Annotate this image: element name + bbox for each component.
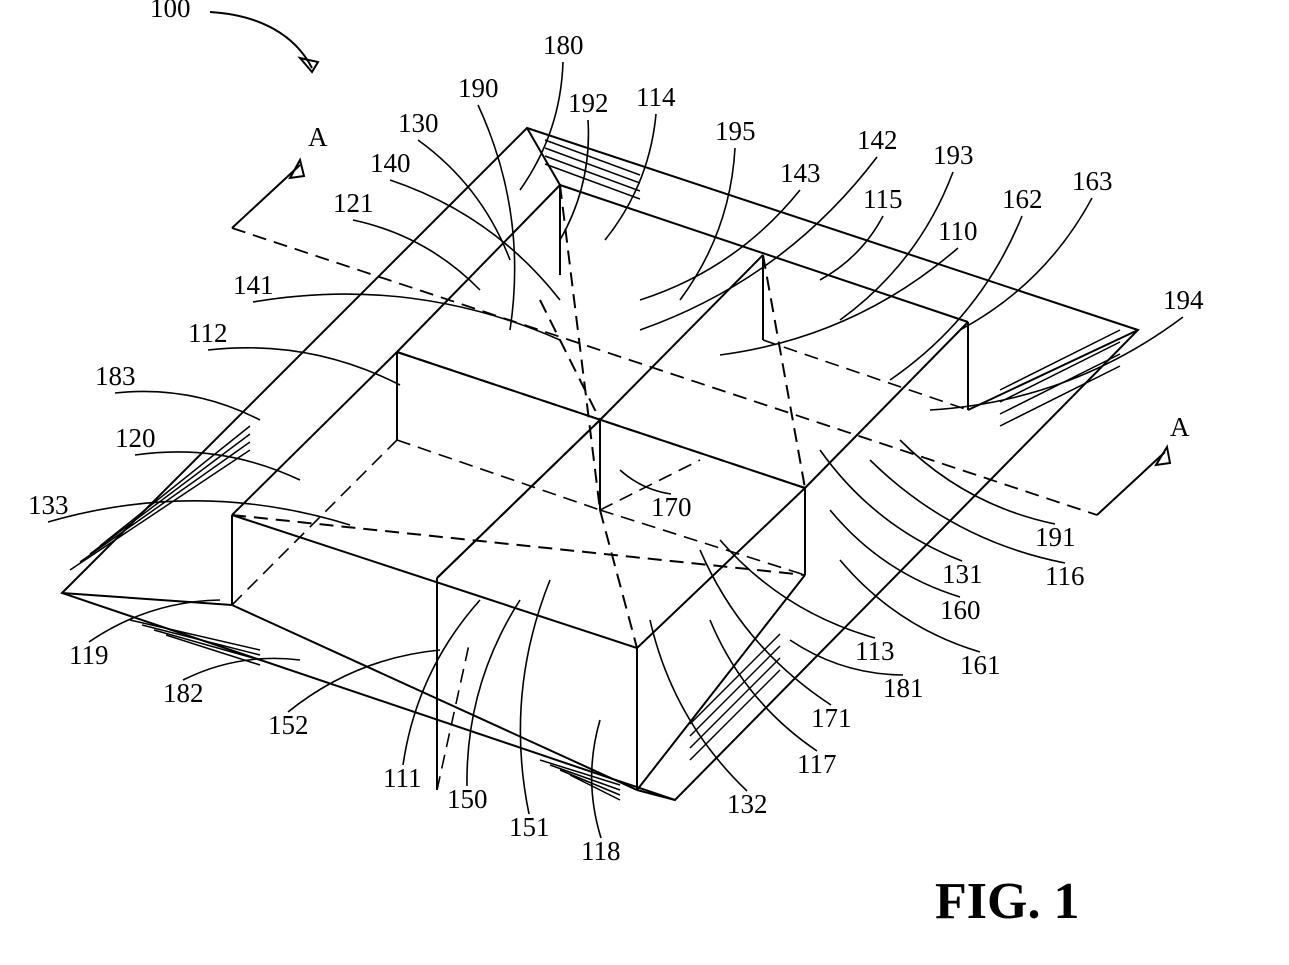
reference-numeral-110: 110 [938, 218, 978, 245]
leader-line-171 [700, 550, 831, 705]
hatch-line [545, 148, 640, 183]
leader-100 [210, 12, 312, 68]
reference-numeral-181: 181 [883, 675, 924, 702]
wall-top-edge [397, 185, 560, 352]
reference-numeral-171: 171 [811, 705, 852, 732]
wall-top-edge [232, 515, 637, 648]
reference-numeral-182: 182 [163, 680, 204, 707]
reference-numeral-115: 115 [863, 186, 903, 213]
pyramid-edge [232, 515, 805, 575]
leader-line-150 [467, 600, 520, 786]
hatch-line [690, 646, 780, 736]
section-marker: A [308, 124, 328, 151]
hatch-line [130, 620, 260, 650]
leader-line-191 [900, 440, 1055, 524]
leader-line-142 [640, 157, 877, 330]
reference-numeral-190: 190 [458, 75, 499, 102]
reference-numeral-170: 170 [651, 494, 692, 521]
hidden-edge [763, 340, 968, 410]
section-arrow [1097, 452, 1165, 515]
reference-numeral-117: 117 [797, 751, 837, 778]
reference-numeral-119: 119 [69, 642, 109, 669]
reference-numeral-130: 130 [398, 110, 439, 137]
reference-numeral-141: 141 [233, 272, 274, 299]
leader-line-182 [183, 658, 300, 680]
leader-line-180 [520, 62, 563, 190]
leader-line-110 [720, 248, 958, 355]
hatch-line [154, 630, 260, 660]
leader-line-115 [820, 216, 883, 280]
flange-corner-edge [637, 790, 675, 800]
hatch-line [690, 658, 780, 748]
leader-line-112 [208, 348, 400, 385]
reference-numeral-121: 121 [333, 190, 374, 217]
reference-numeral-195: 195 [715, 118, 756, 145]
leader-line-111 [403, 600, 480, 765]
reference-numeral-192: 192 [568, 90, 609, 117]
reference-numeral-150: 150 [447, 786, 488, 813]
reference-numeral-112: 112 [188, 320, 228, 347]
reference-numeral-163: 163 [1072, 168, 1113, 195]
leader-line-152 [288, 650, 440, 712]
hidden-edge [437, 640, 470, 790]
reference-numeral-142: 142 [857, 127, 898, 154]
section-marker: A [1170, 414, 1190, 441]
reference-numeral-113: 113 [855, 638, 895, 665]
arrowhead [300, 58, 318, 72]
reference-numeral-114: 114 [636, 84, 676, 111]
reference-numeral-194: 194 [1163, 287, 1204, 314]
reference-numeral-143: 143 [780, 160, 821, 187]
hatch-line [690, 670, 780, 760]
reference-numeral-180: 180 [543, 32, 584, 59]
figure-title: FIG. 1 [935, 872, 1079, 931]
reference-numeral-183: 183 [95, 363, 136, 390]
reference-numeral-152: 152 [268, 712, 309, 739]
reference-numeral-116: 116 [1045, 563, 1085, 590]
reference-numeral-131: 131 [942, 561, 983, 588]
arrowhead [1156, 447, 1170, 465]
reference-numeral-160: 160 [940, 597, 981, 624]
hatch-line [1000, 330, 1120, 390]
pyramid-edge [600, 510, 637, 648]
wall-bottom-edge [232, 605, 637, 790]
pyramid-edge [763, 255, 805, 488]
leader-line-133 [48, 501, 350, 525]
hatch-line [142, 625, 260, 655]
leader-line-131 [820, 450, 962, 561]
leader-line-195 [680, 148, 735, 300]
hatch-line [1000, 342, 1120, 402]
leader-line-160 [830, 510, 960, 597]
leader-line-121 [353, 220, 480, 290]
reference-numeral-132: 132 [727, 791, 768, 818]
reference-numeral-111: 111 [383, 765, 422, 792]
reference-numeral-193: 193 [933, 142, 974, 169]
reference-numeral-162: 162 [1002, 186, 1043, 213]
leader-line-143 [640, 190, 800, 300]
hatch-line [690, 634, 780, 724]
reference-numeral-118: 118 [581, 838, 621, 865]
reference-numeral-140: 140 [370, 150, 411, 177]
reference-numeral-120: 120 [115, 425, 156, 452]
leader-line-192 [560, 120, 588, 240]
section-arrow [232, 165, 300, 228]
leader-line-190 [478, 105, 515, 330]
leader-line-114 [605, 114, 656, 240]
reference-numeral-161: 161 [960, 652, 1001, 679]
wall-bottom-edge [637, 575, 805, 790]
wall-top-edge [232, 352, 397, 515]
reference-numeral-191: 191 [1035, 524, 1076, 551]
reference-numeral-100: 100 [150, 0, 191, 22]
reference-numeral-133: 133 [28, 492, 69, 519]
leader-line-163 [960, 198, 1092, 330]
leader-line-170 [620, 470, 671, 494]
reference-numeral-151: 151 [509, 814, 550, 841]
flange-corner-edge [62, 593, 232, 605]
leader-line-120 [135, 452, 300, 480]
